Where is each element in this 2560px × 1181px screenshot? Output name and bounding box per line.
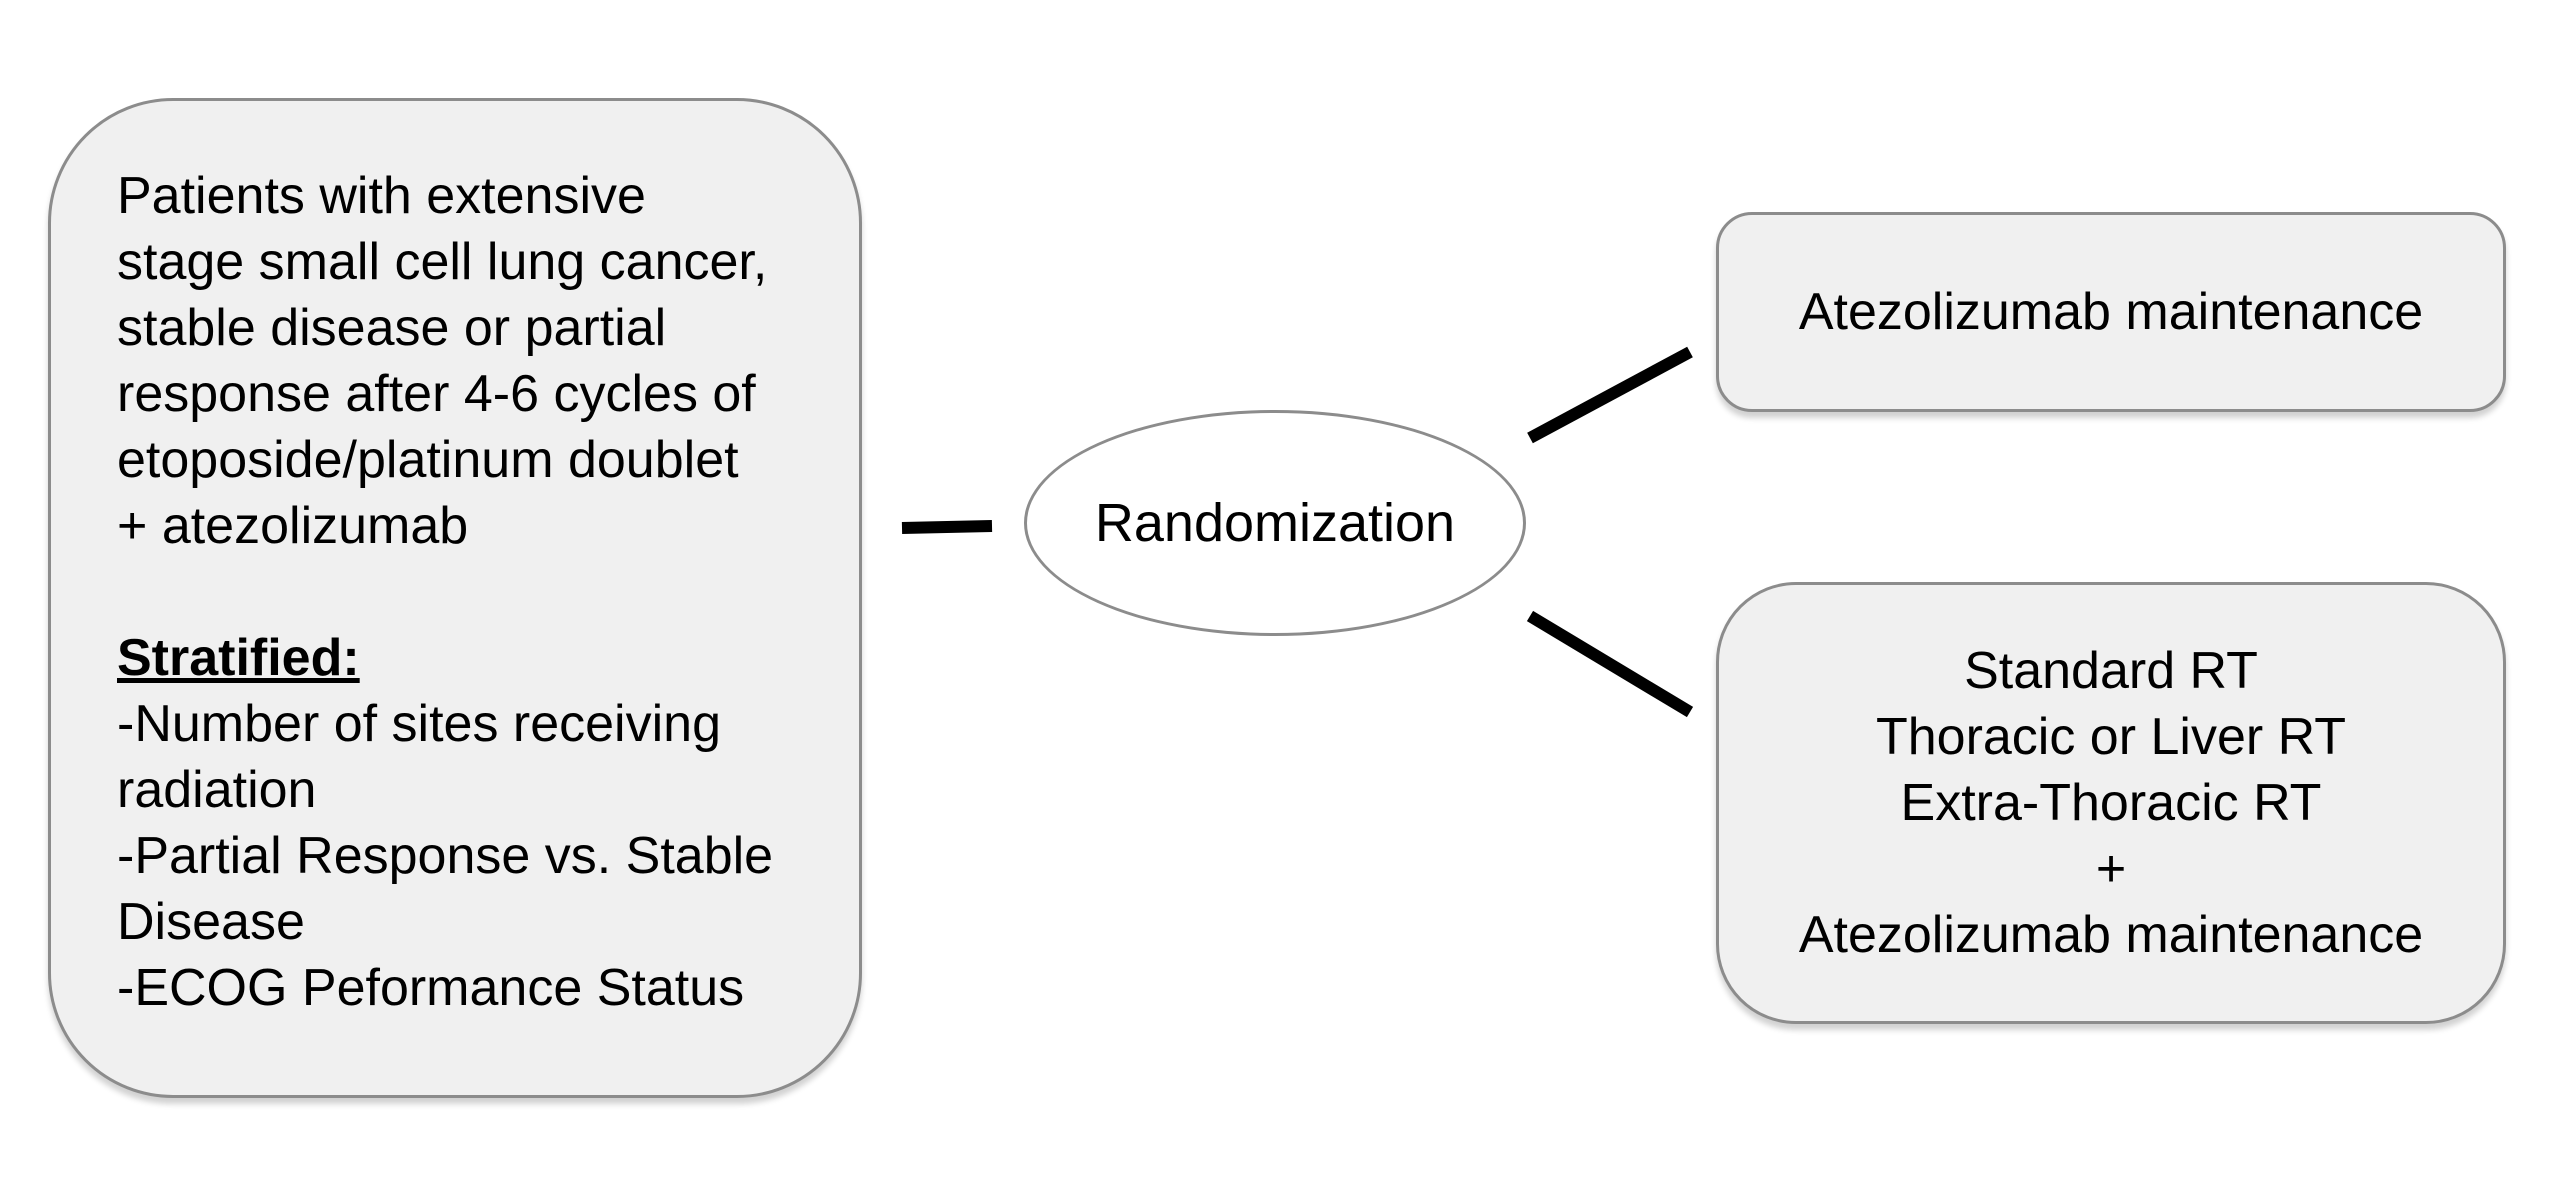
randomization-label: Randomization	[1094, 493, 1456, 553]
arm-b-line: Standard RT	[1964, 642, 2258, 700]
arm-b-box: Standard RT Thoracic or Liver RT Extra-T…	[1716, 582, 2506, 1024]
arm-b-line: Thoracic or Liver RT	[1875, 708, 2347, 766]
eligibility-line: Patients with extensive	[117, 167, 646, 225]
connector-randomization-to-arm-a	[1527, 346, 1693, 444]
connector-eligibility-to-randomization	[901, 520, 993, 534]
stratification-factor: -ECOG Peformance Status	[117, 959, 745, 1017]
arm-b-line: Atezolizumab maintenance	[1798, 906, 2424, 964]
eligibility-line: stable disease or partial	[117, 299, 667, 357]
eligibility-line: + atezolizumab	[117, 497, 469, 555]
eligibility-line: stage small cell lung cancer,	[117, 233, 768, 291]
stratified-heading: Stratified:	[117, 629, 360, 687]
eligibility-box: Patients with extensive stage small cell…	[48, 98, 862, 1098]
arm-a-label: Atezolizumab maintenance	[1798, 283, 2424, 341]
arm-b-line: Extra-Thoracic RT	[1900, 774, 2322, 832]
eligibility-line: etoposide/platinum doublet	[117, 431, 739, 489]
stratification-factor: -Number of sites receiving	[117, 695, 721, 753]
eligibility-line: response after 4-6 cycles of	[117, 365, 756, 423]
connector-randomization-to-arm-b	[1526, 610, 1694, 718]
arm-b-line: +	[2095, 840, 2127, 898]
arm-a-box: Atezolizumab maintenance	[1716, 212, 2506, 412]
stratification-factor: radiation	[117, 761, 317, 819]
randomization-node: Randomization	[1024, 410, 1526, 636]
stratification-factor: -Partial Response vs. Stable	[117, 827, 774, 885]
stratification-factor: Disease	[117, 893, 305, 951]
